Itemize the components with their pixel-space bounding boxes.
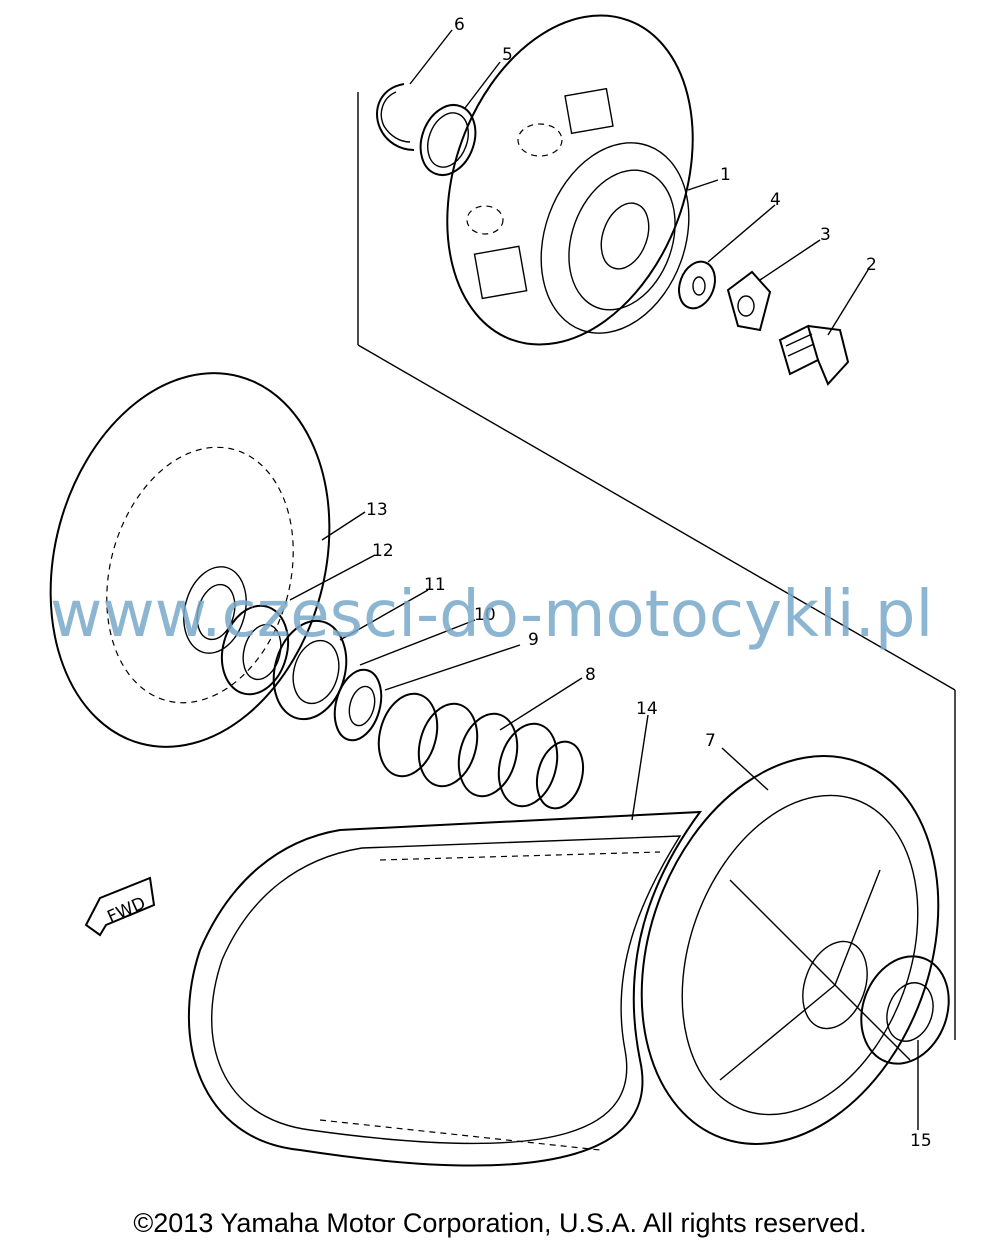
part-14-v-belt (187, 810, 703, 1167)
callouts: 6 5 1 4 3 2 13 12 11 10 9 8 14 7 15 (366, 15, 932, 1151)
part-4-washer (678, 260, 716, 310)
callout-3: 3 (820, 225, 831, 245)
callout-15: 15 (910, 1131, 932, 1151)
part-3-lock-plate (726, 270, 772, 332)
copyright-notice: ©2013 Yamaha Motor Corporation, U.S.A. A… (133, 1208, 867, 1238)
callout-12: 12 (372, 541, 394, 561)
part-1-primary-sheave (446, 14, 694, 346)
part-5-circlip (419, 104, 477, 176)
leader-lines (289, 29, 919, 1130)
callout-7: 7 (705, 731, 716, 751)
watermark: www.czesci-do-motocykli.pl (50, 578, 934, 652)
callout-5: 5 (502, 45, 513, 65)
callout-6: 6 (454, 15, 465, 35)
callout-4: 4 (770, 190, 781, 210)
fwd-label: FWD (104, 893, 148, 927)
parts-10-11-12-collars (220, 604, 348, 721)
part-9-cam (333, 668, 383, 742)
callout-2: 2 (866, 255, 877, 275)
part-6-clip (376, 83, 415, 151)
callout-1: 1 (720, 165, 731, 185)
part-8-spring (377, 692, 585, 810)
callout-11: 11 (424, 575, 446, 595)
part-13-secondary-sheave (49, 372, 331, 748)
fwd-arrow: FWD (84, 876, 156, 937)
part-7-fixed-sheave (640, 755, 940, 1145)
frame-lines (357, 92, 956, 1040)
callout-13: 13 (366, 500, 388, 520)
callout-8: 8 (585, 665, 596, 685)
callout-14: 14 (636, 699, 658, 719)
part-2-bolt (778, 324, 850, 386)
callout-9: 9 (528, 630, 539, 650)
part-15-collar (860, 955, 950, 1065)
callout-10: 10 (474, 605, 496, 625)
